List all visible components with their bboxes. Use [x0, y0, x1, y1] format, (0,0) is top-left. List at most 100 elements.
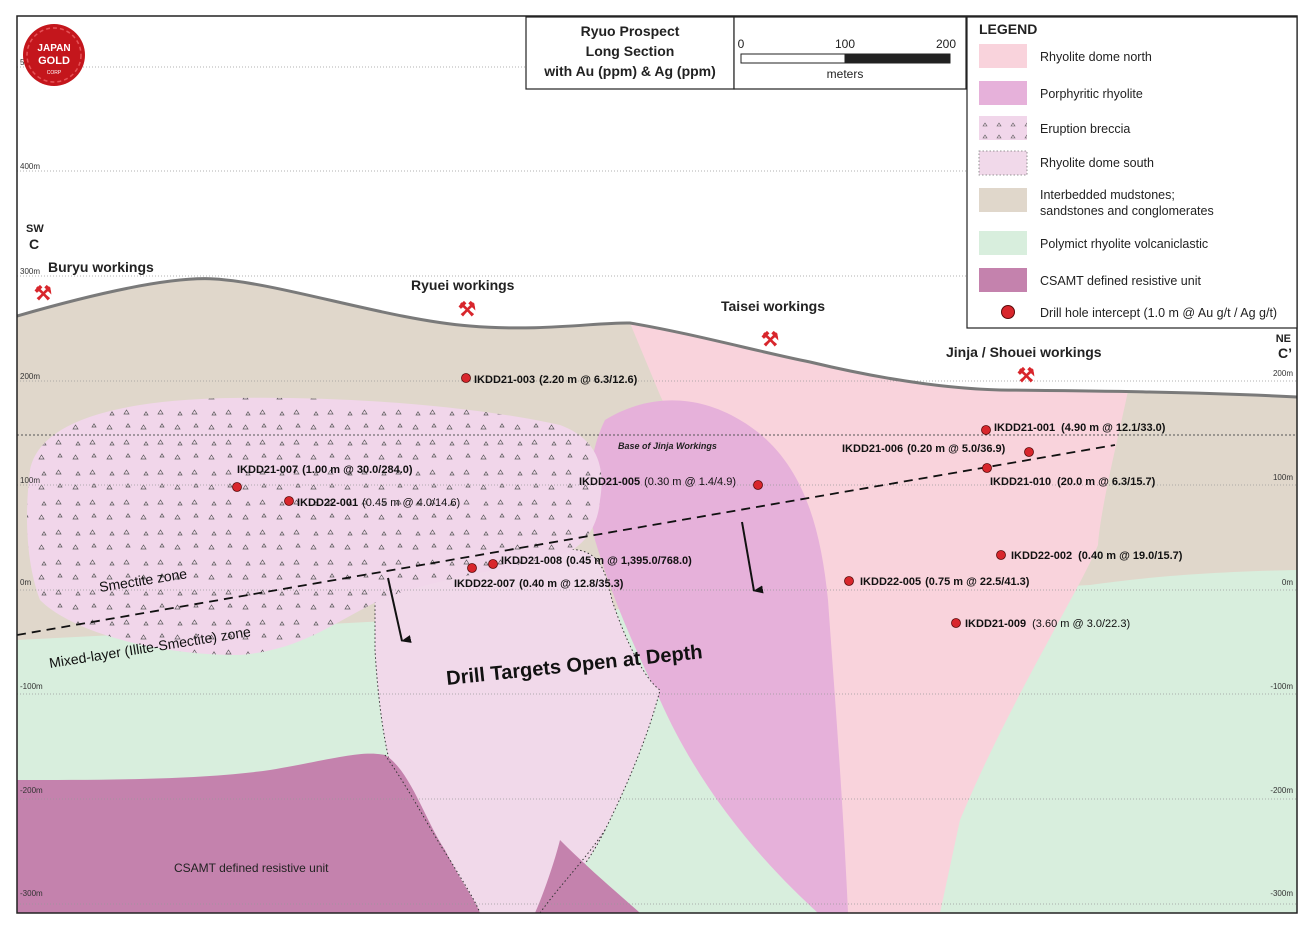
legend-label-breccia: Eruption breccia: [1040, 122, 1130, 136]
drillhole-id: IKDD22-005: [860, 576, 921, 588]
drillhole-marker: [488, 559, 498, 569]
drillhole-result: (0.45 m @ 1,395.0/768.0): [566, 555, 692, 567]
elev-label: 0m: [20, 578, 31, 587]
drillhole-marker: [753, 480, 763, 490]
elev-label: 300m: [20, 267, 40, 276]
drillhole-id: IKDD22-001: [297, 497, 358, 509]
scale-bar-box: 0 100 200 meters: [733, 16, 967, 90]
mine-icon: ⚒: [34, 283, 52, 305]
section-end-dir-left: SW: [26, 223, 44, 235]
logo-text-gold: GOLD: [38, 55, 70, 67]
legend-label-rhyolite-south: Rhyolite dome south: [1040, 156, 1154, 170]
mine-icon: ⚒: [1017, 365, 1035, 387]
drillhole-marker: [981, 425, 991, 435]
legend: LEGEND Rhyolite dome north Porphyritic r…: [966, 16, 1298, 329]
workings-labels: Buryu workings Ryuei workings Taisei wor…: [48, 259, 1102, 360]
drillhole-label: IKDD21-003 (2.20 m @ 6.3/12.6): [474, 374, 638, 386]
drillhole-label: IKDD21-006 (0.20 m @ 5.0/36.9): [842, 443, 1006, 455]
drillhole-intercepts: IKDD21-003 (2.20 m @ 6.3/12.6) IKDD21-001…: [232, 373, 1183, 630]
drillhole-result: (0.30 m @ 1.4/4.9): [644, 476, 736, 488]
drillhole-result: (3.60 m @ 3.0/22.3): [1032, 618, 1130, 630]
elev-label: -100m: [20, 682, 43, 691]
legend-label-rhyolite-north: Rhyolite dome north: [1040, 50, 1152, 64]
boundary-dotted-east: [539, 829, 606, 913]
drillhole-label: IKDD22-002(0.40 m @ 19.0/15.7): [1011, 550, 1183, 562]
legend-swatch-csamt: [979, 268, 1027, 292]
drillhole-id: IKDD22-002: [1011, 550, 1072, 562]
section-end-label-right: C’: [1278, 345, 1292, 361]
drill-target-arrow-west: [387, 577, 412, 643]
drillhole-id: IKDD21-007: [237, 464, 298, 476]
drillhole-id: IKDD21-006: [842, 443, 903, 455]
drillhole-label: IKDD21-001 (4.90 m @ 12.1/33.0): [994, 422, 1166, 434]
drillhole-id: IKDD21-010: [990, 476, 1051, 488]
elev-label: 0m: [1282, 578, 1293, 587]
elevation-gridlines: [17, 66, 1297, 905]
drillhole-marker: [982, 463, 992, 473]
working-label-buryu: Buryu workings: [48, 259, 154, 275]
logo-text-corp: CORP: [47, 70, 62, 76]
drill-target-arrow-east: [741, 521, 764, 594]
section-end-dir-right: NE: [1276, 333, 1291, 345]
drillhole-label: IKDD21-009(3.60 m @ 3.0/22.3): [965, 618, 1130, 630]
drillhole-result: (4.90 m @ 12.1/33.0): [1061, 422, 1166, 434]
elevation-labels-right: 200m 100m 0m -100m -200m -300m: [1270, 369, 1293, 898]
scale-tick-0: 0: [738, 37, 745, 51]
title-line-1: Ryuo Prospect: [581, 23, 680, 39]
drillhole-id: IKDD21-001: [994, 422, 1055, 434]
drillhole-result: (0.45 m @ 4.0/14.6): [362, 497, 460, 509]
elev-label: -200m: [20, 786, 43, 795]
japan-gold-logo: JAPAN GOLD CORP: [23, 24, 85, 86]
legend-title: LEGEND: [979, 21, 1037, 37]
section-frame: [16, 15, 1298, 914]
drillhole-id: IKDD21-008: [501, 555, 562, 567]
drillhole-marker: [844, 576, 854, 586]
legend-label-drillhole: Drill hole intercept (1.0 m @ Au g/t / A…: [1040, 306, 1277, 320]
drillhole-label: IKDD22-005 (0.75 m @ 22.5/41.3): [860, 576, 1030, 588]
legend-swatch-mudstones: [979, 188, 1027, 212]
mine-working-icons: ⚒ ⚒ ⚒ ⚒: [34, 283, 1035, 387]
scale-bar-black: [844, 53, 951, 64]
smectite-boundary-line: [17, 444, 1116, 636]
drillhole-label: IKDD22-001 (0.45 m @ 4.0/14.6): [297, 497, 460, 509]
title-box: Ryuo Prospect Long Section with Au (ppm)…: [525, 16, 735, 90]
elev-label: 100m: [20, 476, 40, 485]
drillhole-label: IKDD21-007 (1.00 m @ 30.0/284.0): [237, 464, 413, 476]
title-line-3: with Au (ppm) & Ag (ppm): [543, 63, 716, 79]
section-end-label-left: C: [29, 236, 39, 252]
elev-label: -100m: [1270, 682, 1293, 691]
logo-text-japan: JAPAN: [37, 43, 70, 54]
topographic-surface: [17, 277, 1297, 399]
drillhole-result: (1.00 m @ 30.0/284.0): [302, 464, 413, 476]
legend-swatch-porphyritic: [979, 81, 1027, 105]
legend-drillhole-marker: [1001, 305, 1015, 319]
drillhole-marker: [232, 482, 242, 492]
drillhole-marker: [461, 373, 471, 383]
unit-csamt-resistive-left: [17, 753, 480, 913]
drillhole-result: (0.20 m @ 5.0/36.9): [907, 443, 1006, 455]
legend-swatch-breccia: [979, 116, 1027, 140]
unit-csamt-resistive-right: [535, 840, 640, 913]
working-label-jinja: Jinja / Shouei workings: [946, 344, 1102, 360]
unit-eruption-breccia: [27, 397, 602, 655]
base-of-workings-label: Base of Jinja Workings: [618, 441, 717, 451]
unit-porphyritic-rhyolite: [589, 400, 848, 913]
drillhole-id: IKDD22-007: [454, 578, 515, 590]
legend-label-csamt: CSAMT defined resistive unit: [1040, 274, 1201, 288]
elev-label: -200m: [1270, 786, 1293, 795]
scale-unit: meters: [827, 67, 864, 81]
drillhole-id: IKDD21-003: [474, 374, 535, 386]
drillhole-result: (0.75 m @ 22.5/41.3): [925, 576, 1030, 588]
elev-label: 400m: [20, 162, 40, 171]
drillhole-label: IKDD21-005(0.30 m @ 1.4/4.9): [579, 476, 736, 488]
drillhole-marker: [467, 563, 477, 573]
csamt-unit-label: CSAMT defined resistive unit: [174, 861, 329, 875]
drillhole-result: (2.20 m @ 6.3/12.6): [539, 374, 638, 386]
drillhole-result: (20.0 m @ 6.3/15.7): [1057, 476, 1156, 488]
drillhole-label: IKDD21-010 (20.0 m @ 6.3/15.7): [990, 476, 1156, 488]
legend-swatch-volcaniclastic: [979, 231, 1027, 255]
drillhole-result: (0.40 m @ 12.8/35.3): [519, 578, 624, 590]
drillhole-label: IKDD22-007 (0.40 m @ 12.8/35.3): [454, 578, 624, 590]
